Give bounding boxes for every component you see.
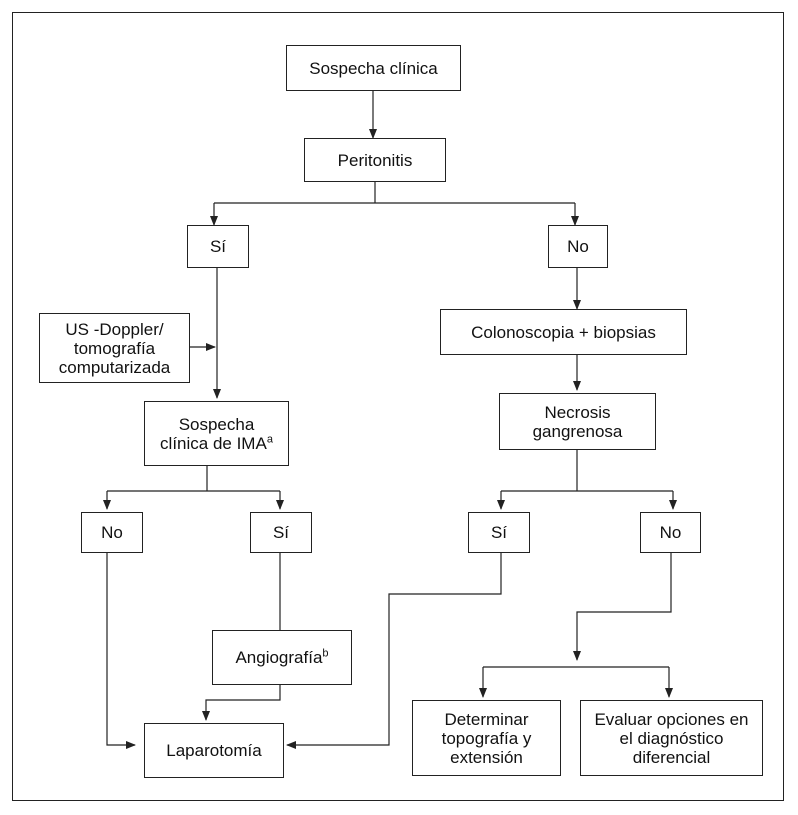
node-label: US -Doppler/ tomografía computarizada — [58, 319, 171, 377]
node-label: No — [659, 523, 682, 542]
diagram-frame — [12, 12, 784, 801]
node-evaluar: Evaluar opciones en el diagnóstico difer… — [580, 700, 763, 776]
node-label: No — [567, 237, 589, 256]
node-label: Peritonitis — [337, 150, 413, 170]
node-label: Colonoscopia + biopsias — [471, 322, 656, 342]
node-sospecha-ima: Sospecha clínica de IMAa — [144, 401, 289, 466]
node-no-right: No — [548, 225, 608, 268]
edge-no-ima-to-laparotomia — [106, 553, 136, 749]
node-text: Sospecha clínica de IMA — [160, 414, 267, 453]
node-si-necrosis: Sí — [468, 512, 530, 553]
edge-peritonitis-split — [214, 182, 575, 204]
node-label: No — [101, 523, 123, 542]
edge-no-necrosis-down — [573, 553, 672, 661]
node-peritonitis: Peritonitis — [304, 138, 446, 182]
node-us-doppler: US -Doppler/ tomografía computarizada — [39, 313, 190, 383]
node-colonoscopia: Colonoscopia + biopsias — [440, 309, 687, 355]
node-label: Sí — [272, 523, 290, 542]
node-si-left: Sí — [187, 225, 249, 268]
node-label: Sospecha clínica — [309, 58, 438, 78]
node-angiografia: Angiografíab — [212, 630, 352, 685]
footnote-marker: a — [266, 432, 273, 445]
node-label: Evaluar opciones en el diagnóstico difer… — [594, 709, 749, 767]
edge-angiografia-to-laparotomia — [202, 685, 281, 721]
edge-si-necrosis-to-laparotomia — [286, 553, 502, 749]
node-sospecha-clinica: Sospecha clínica — [286, 45, 461, 91]
node-label: Sí — [490, 523, 508, 542]
node-label: Determinar topografía y extensión — [441, 709, 532, 767]
node-label: Angiografíab — [235, 648, 328, 667]
node-label: Sospecha clínica de IMAa — [145, 415, 288, 453]
node-necrosis: Necrosis gangrenosa — [499, 393, 656, 450]
node-si-ima: Sí — [250, 512, 312, 553]
edge-necrosis-split — [501, 450, 673, 492]
node-label: Laparotomía — [166, 741, 262, 760]
edge-ima-split — [107, 466, 280, 492]
node-text: Angiografía — [235, 648, 323, 667]
footnote-marker: b — [322, 647, 329, 660]
node-determinar: Determinar topografía y extensión — [412, 700, 561, 776]
node-no-necrosis: No — [640, 512, 701, 553]
node-label: Sí — [209, 237, 227, 256]
node-no-ima: No — [81, 512, 143, 553]
node-label: Necrosis gangrenosa — [532, 402, 623, 441]
node-laparotomia: Laparotomía — [144, 723, 284, 778]
